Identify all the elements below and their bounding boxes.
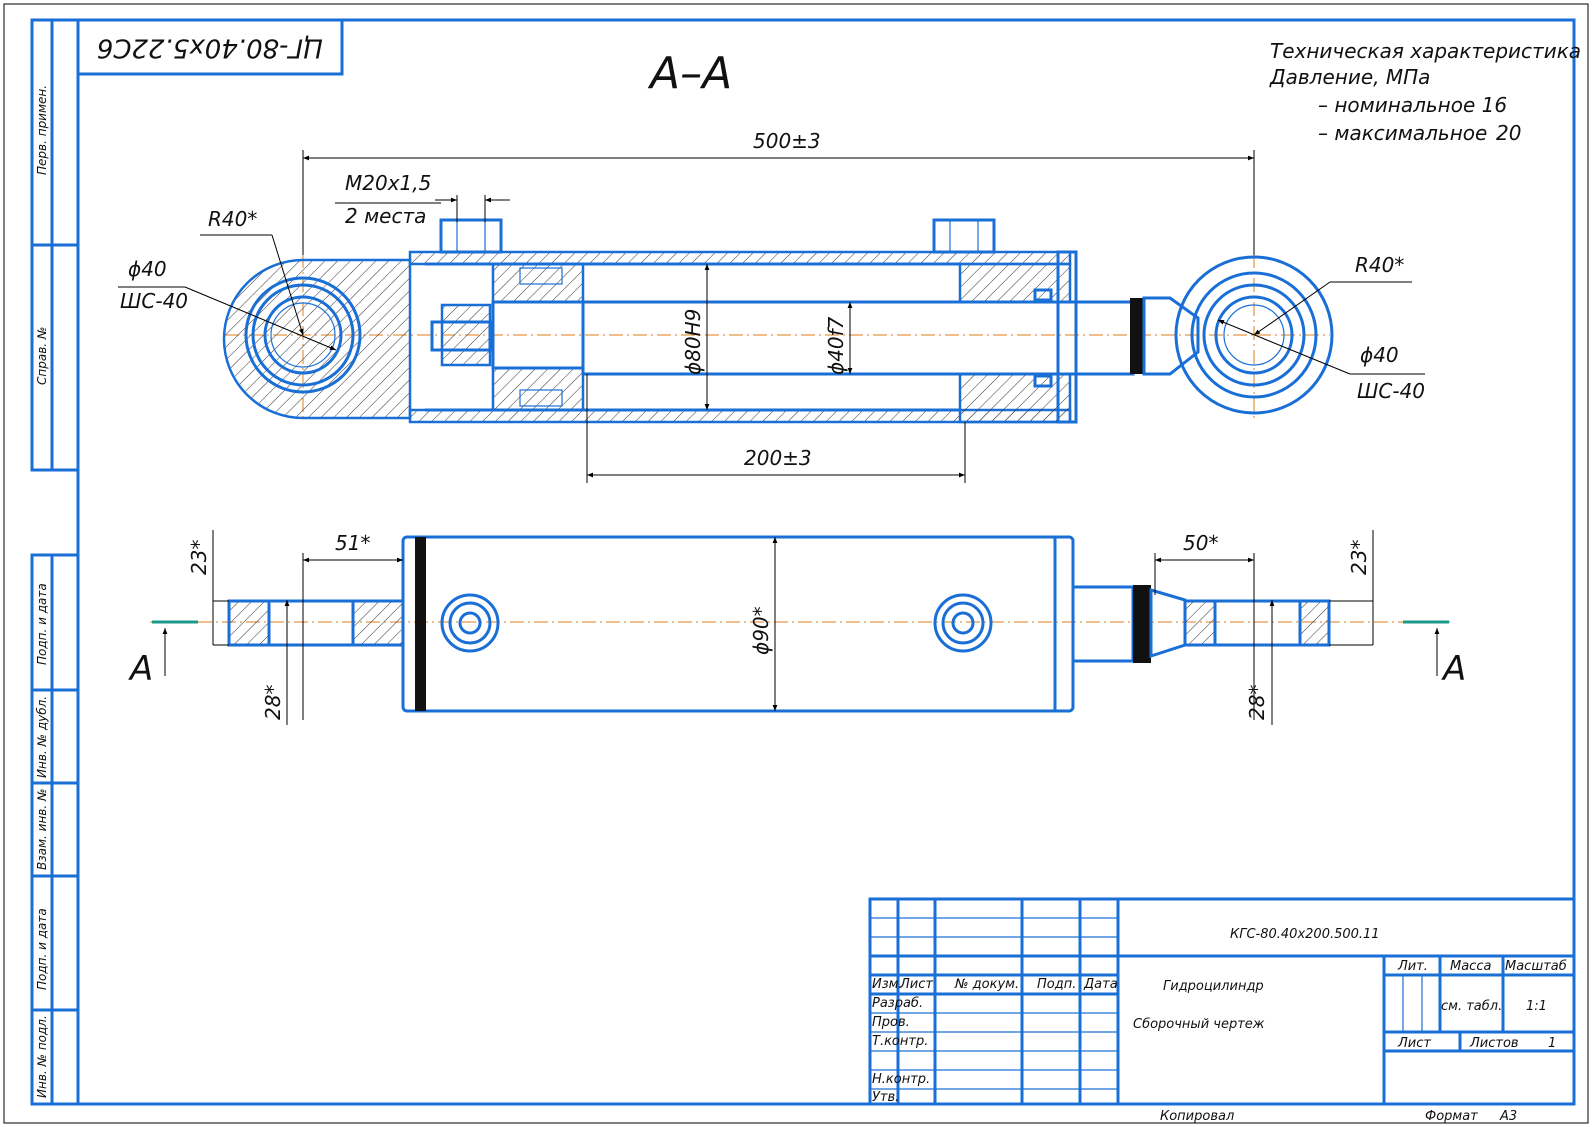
- col-list: Лист: [899, 977, 933, 992]
- piston-seal-top: [519, 267, 563, 285]
- dim-28-right: 28*: [1245, 685, 1269, 720]
- spec-maximum-value: 20: [1496, 121, 1521, 145]
- spec-nominal: – номинальное 16: [1318, 93, 1507, 117]
- dim-bearing-right: ШС-40: [1357, 379, 1425, 403]
- mass-label: Масса: [1450, 959, 1491, 974]
- section-view: 500±3 М20х1,5 2 места R40* ϕ40 ШС-40 R40…: [118, 129, 1425, 483]
- format-label: Формат: [1425, 1109, 1478, 1124]
- side-label-inv-podl: Инв. № подл.: [35, 1015, 49, 1098]
- col-sign: Подп.: [1037, 977, 1076, 992]
- dim-port-thread: М20х1,5: [345, 171, 431, 195]
- rear-eye-housing: [222, 258, 412, 420]
- dim-outer-dia: ϕ90*: [749, 606, 773, 655]
- front-eye: [1174, 255, 1334, 415]
- side-label-vzam: Взам. инв. №: [35, 789, 49, 870]
- outer-border: [3, 3, 1589, 1124]
- side-label-inv-dubl: Инв. № дубл.: [35, 696, 49, 778]
- scale-value: 1:1: [1526, 999, 1547, 1014]
- gland-top: [958, 262, 1072, 304]
- dim-bearing-left: ШС-40: [120, 289, 188, 313]
- copied-label: Копировал: [1160, 1109, 1234, 1124]
- spec-maximum: – максимальное: [1318, 121, 1487, 145]
- dim-cyl-bore: ϕ80Н9: [681, 309, 705, 375]
- name-line2: Сборочный чертеж: [1133, 1017, 1265, 1032]
- side-label-perv: Перв. примен.: [35, 85, 49, 175]
- dim-stroke: 200±3: [744, 446, 812, 470]
- gland-bottom: [958, 372, 1072, 424]
- row-prov: Пров.: [872, 1015, 910, 1030]
- cut-label-right: А: [1441, 649, 1466, 689]
- port-front-view: [933, 593, 993, 653]
- dim-radius-right: R40*: [1355, 253, 1404, 277]
- piston-top: [491, 262, 585, 304]
- mass-value: см. табл.: [1441, 999, 1502, 1014]
- tech-spec: Техническая характеристика Давление, МПа…: [1269, 39, 1581, 145]
- title-block: КГС-80.40х200.500.11 Гидроцилиндр Сбороч…: [868, 897, 1576, 1124]
- side-label-podp-2: Подп. и дата: [35, 908, 49, 990]
- col-izm: Изм.: [872, 977, 903, 992]
- format-value: А3: [1499, 1109, 1517, 1124]
- rod-end-nut: [1130, 298, 1144, 374]
- dim-23-right: 23*: [1347, 540, 1371, 575]
- sheet-label: Лист: [1397, 1036, 1431, 1051]
- name-line1: Гидроцилиндр: [1163, 979, 1264, 994]
- dim-bore-left: ϕ40: [128, 257, 167, 281]
- port-boss-front: [932, 218, 996, 254]
- dim-radius-left: R40*: [208, 207, 257, 231]
- rod-nut-view: [1133, 585, 1151, 663]
- scale-label: Масштаб: [1505, 959, 1567, 974]
- section-label: А–А: [647, 48, 732, 99]
- lit-label: Лит.: [1397, 959, 1428, 974]
- side-view: ϕ90* 51* 50* 23* 28* 23* 28* А А: [128, 530, 1466, 725]
- dim-23-left: 23*: [187, 540, 211, 575]
- dim-bore-right: ϕ40: [1360, 343, 1399, 367]
- col-doc: № докум.: [954, 977, 1019, 992]
- dim-51: 51*: [335, 531, 370, 555]
- row-tkontr: Т.контр.: [872, 1034, 928, 1049]
- dim-rod: ϕ40f7: [824, 316, 848, 375]
- side-label-sprav: Справ. №: [35, 327, 49, 385]
- piston-seal-bottom: [519, 389, 563, 407]
- doc-number: КГС-80.40х200.500.11: [1230, 927, 1380, 942]
- row-razrab: Разраб.: [872, 996, 923, 1011]
- dim-28-left: 28*: [261, 685, 285, 720]
- tube-wall-top: [408, 250, 1072, 266]
- side-strip: Перв. примен. Справ. № Подп. и дата Инв.…: [30, 18, 80, 1106]
- dim-overall: 500±3: [753, 129, 821, 153]
- port-rear-view: [440, 593, 500, 653]
- spec-pressure: Давление, МПа: [1269, 65, 1430, 89]
- rear-band: [415, 537, 426, 711]
- row-nkontr: Н.контр.: [872, 1072, 930, 1087]
- col-date: Дата: [1083, 977, 1118, 992]
- piston-bottom: [491, 366, 585, 412]
- port-boss-rear: [439, 218, 503, 254]
- stamp-box: [76, 18, 344, 76]
- sheets-label: Листов: [1469, 1036, 1519, 1051]
- side-label-podp-1: Подп. и дата: [35, 583, 49, 665]
- spec-title: Техническая характеристика: [1270, 39, 1581, 63]
- row-utv: Утв.: [872, 1090, 899, 1105]
- dim-port-count: 2 места: [345, 204, 426, 228]
- dim-50: 50*: [1183, 531, 1218, 555]
- cut-label-left: А: [128, 649, 153, 689]
- piston-rod: [581, 300, 1135, 376]
- stamp-text: ЦГ-80.40х5.22С6: [97, 33, 323, 63]
- sheets-value: 1: [1548, 1036, 1556, 1051]
